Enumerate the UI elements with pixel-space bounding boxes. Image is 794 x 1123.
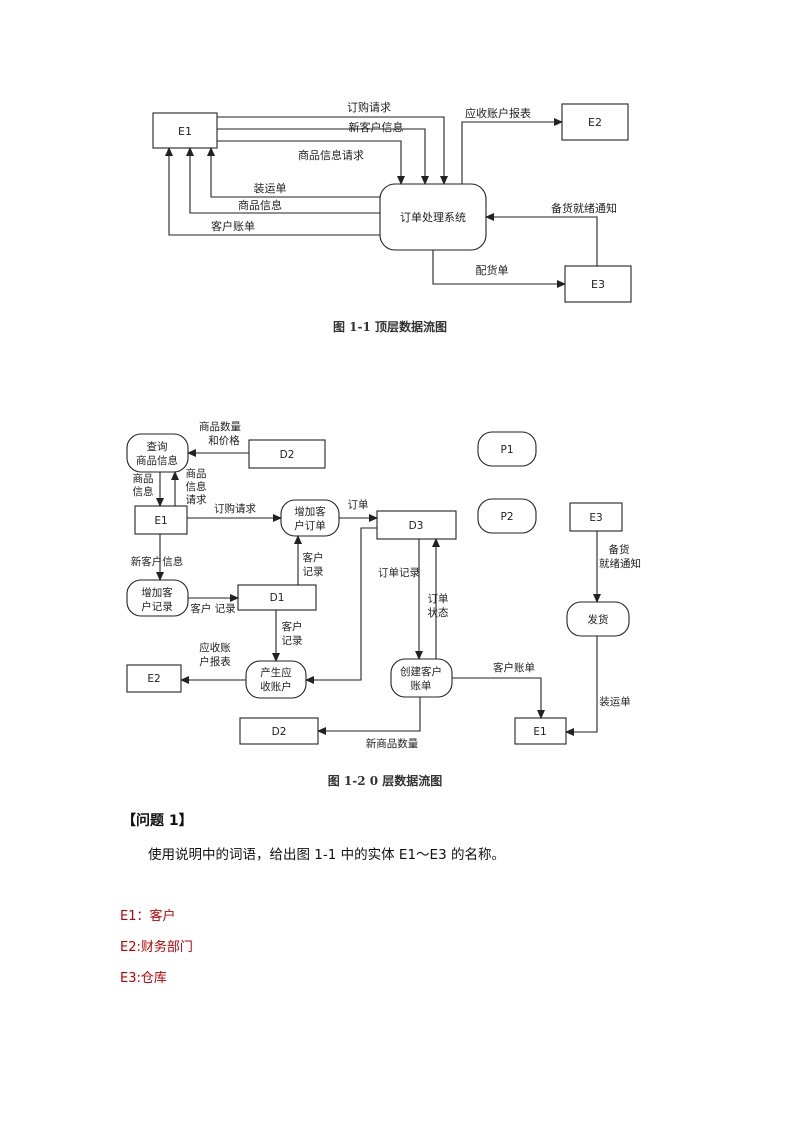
flow-new-qty: [317, 697, 421, 735]
label-gen-recv-l1: 产生应: [260, 666, 292, 679]
label-gen-recv-l2: 收账户: [260, 680, 292, 693]
flow-order-to-receivable: [305, 527, 377, 684]
label-cust-record-down-l1: 客户: [282, 620, 303, 633]
label-shipping-list: 装运单: [254, 182, 287, 195]
process-p1-box: [477, 431, 537, 467]
label-add-cust-l1: 增加客: [141, 586, 173, 599]
label-cust-record-up-l2: 记录: [303, 566, 324, 578]
label-distribution-list: 配货单: [476, 263, 509, 277]
label-product-info: 商品信息: [238, 198, 282, 212]
label-stock-ready-l1: 备货: [609, 543, 630, 556]
label-add-cust-l2: 户记录: [141, 600, 173, 613]
label-recv-report-l2: 户报表: [199, 655, 231, 668]
label-cust-record-up-l1: 客户: [303, 551, 324, 564]
label-order-request: 订购请求: [214, 502, 256, 515]
label-product-info-l1: 商品: [133, 472, 154, 485]
label-create-bill-l1: 创建客户: [400, 665, 442, 678]
figure-1-1-labels: E1 E2 E3 订单处理系统 订购请求 新客户信息 商品信息请求 装运单 商品…: [178, 100, 617, 291]
entity-e3-box: [569, 502, 623, 532]
answer-e2: E2:财务部门: [120, 940, 193, 955]
flow-customer-bill: [452, 677, 545, 719]
label-ship: 发货: [588, 613, 609, 626]
flow-receivable-report: [461, 118, 563, 184]
label-product-info-l2: 信息: [133, 485, 154, 498]
label-e1: E1: [178, 125, 192, 138]
label-order-record: 订单记录: [378, 567, 420, 579]
label-cust-record: 客户 记录: [190, 602, 235, 615]
label-process: 订单处理系统: [400, 211, 466, 224]
label-add-order-l2: 户订单: [294, 519, 326, 532]
entity-e1-box: [152, 112, 218, 149]
answer-e3: E3:仓库: [120, 971, 167, 986]
label-product-info-request: 商品信息请求: [298, 148, 364, 162]
label-p2: P2: [500, 511, 513, 523]
label-add-order-l1: 增加客: [294, 505, 326, 518]
label-cust-record-down-l2: 记录: [282, 635, 303, 647]
label-e2: E2: [588, 116, 602, 129]
label-d3: D3: [409, 520, 424, 532]
label-customer-bill: 客户账单: [493, 661, 535, 674]
label-e1: E1: [154, 515, 167, 527]
flow-new-customer-info: [217, 128, 429, 185]
label-product-req-l2: 信息: [186, 480, 207, 493]
label-product-req-l3: 请求: [186, 493, 207, 506]
label-new-qty: 新商品数量: [366, 737, 419, 750]
flow-shipping-list: [207, 147, 380, 198]
label-receivable-report: 应收账户报表: [465, 106, 531, 120]
flow-product-info-request: [217, 140, 405, 185]
label-recv-report-l1: 应收账: [199, 641, 231, 654]
label-product-req-l1: 商品: [186, 467, 207, 480]
store-d2-top-box: [248, 439, 326, 469]
label-qty-price-l2: 和价格: [208, 434, 240, 447]
label-order: 订单: [348, 499, 369, 511]
label-e1-bottom: E1: [533, 726, 546, 738]
label-d1: D1: [270, 592, 285, 604]
question-text: 使用说明中的词语，给出图 1-1 中的实体 E1～E3 的名称。: [148, 847, 505, 863]
process-p2-box: [477, 498, 537, 534]
figure-1-1: [152, 103, 632, 303]
flow-order-request: [217, 116, 448, 185]
label-query-l1: 查询: [147, 440, 168, 453]
label-new-customer-info: 新客户信息: [349, 120, 404, 134]
label-create-bill-l2: 账单: [411, 680, 432, 692]
label-stock-ready: 备货就绪通知: [551, 201, 617, 215]
label-shipping-list: 装运单: [599, 695, 631, 708]
flow-stock-ready: [485, 213, 598, 266]
label-customer-bill: 客户账单: [211, 219, 255, 233]
label-new-customer-info: 新客户信息: [131, 555, 184, 568]
label-e3: E3: [589, 512, 602, 524]
label-order-status-l2: 状态: [428, 606, 449, 619]
label-p1: P1: [500, 444, 513, 456]
flow-shipping-list: [565, 636, 598, 736]
label-order-status-l1: 订单: [428, 593, 449, 605]
label-d2-top: D2: [280, 449, 295, 461]
label-order-request: 订购请求: [347, 100, 391, 114]
label-stock-ready-l2: 就绪通知: [599, 557, 641, 570]
flow-distribution-list: [432, 250, 566, 288]
label-query-l2: 商品信息: [136, 454, 178, 467]
store-d3-box: [376, 510, 457, 540]
label-qty-price-l1: 商品数量: [199, 420, 241, 433]
figure-1-1-caption: 图 1-1 顶层数据流图: [333, 319, 447, 334]
figure-1-2-labels: 查询 商品信息 D2 商品数量 和价格 P1 P2 商品 信息 商品 信息 请求…: [131, 420, 641, 750]
label-e2: E2: [147, 673, 160, 685]
flow-product-info: [186, 147, 380, 214]
question-title: 【问题 1】: [122, 813, 193, 829]
flow-customer-bill: [165, 147, 380, 236]
answer-e1: E1：客户: [120, 909, 176, 924]
figure-1-2: [126, 431, 630, 745]
label-e3: E3: [591, 278, 605, 291]
figure-1-2-caption: 图 1-2 0 层数据流图: [328, 773, 443, 788]
label-d2-bottom: D2: [272, 726, 287, 738]
